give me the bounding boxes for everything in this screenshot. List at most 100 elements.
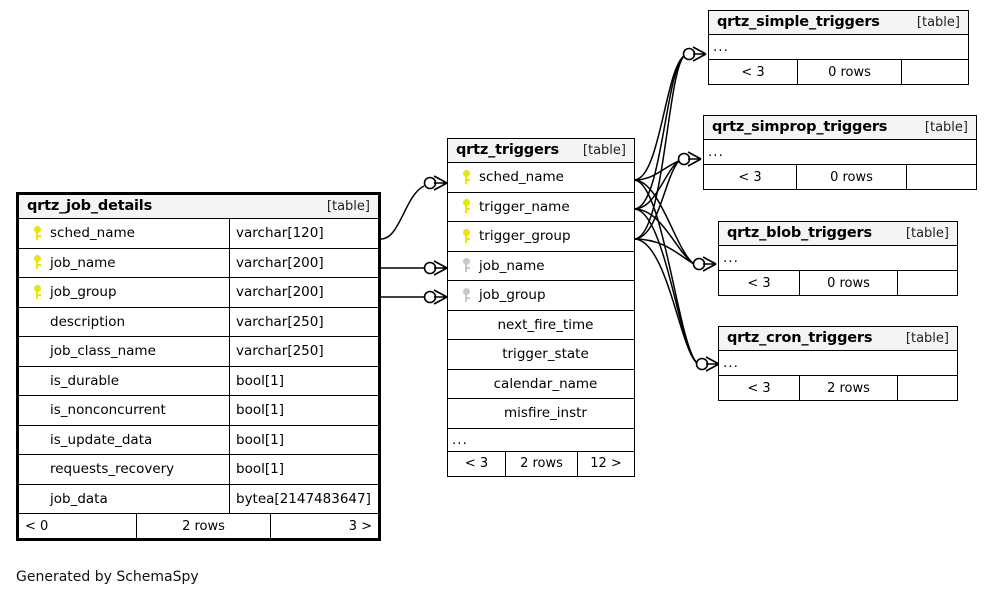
table-footer: < 3 0 rows [719,271,957,295]
table-header: qrtz_job_details [table] [19,195,378,219]
footer-next-link[interactable] [901,60,968,84]
table-row[interactable]: sched_name varchar[120] [19,219,378,249]
table-row[interactable]: job_name [448,252,634,281]
footer-next-link[interactable] [897,376,957,400]
footer-prev-link[interactable]: < 3 [747,275,771,291]
table-row[interactable]: trigger_group [448,222,634,252]
table-title: qrtz_cron_triggers [727,330,873,346]
table-qrtz-simprop-triggers[interactable]: qrtz_simprop_triggers [table] ... < 3 0 … [703,115,977,190]
footer-next-link[interactable] [906,165,976,189]
table-row[interactable]: sched_name [448,163,634,193]
column-type: varchar[250] [229,337,378,366]
table-row[interactable]: is_durable bool[1] [19,366,378,396]
column-type: bool[1] [229,455,378,484]
table-title: qrtz_simprop_triggers [712,119,888,135]
table-row[interactable]: job_data bytea[2147483647] [19,484,378,514]
table-row[interactable]: requests_recovery bool[1] [19,455,378,485]
foreign-key-icon [455,258,477,273]
footer-row-count: 2 rows [136,514,270,538]
column-name: calendar_name [493,375,598,392]
column-name: is_durable [50,372,120,389]
footer-prev-link[interactable]: < 0 [25,518,49,534]
table-kind-label: [table] [916,14,960,30]
footer-next-link[interactable] [897,271,957,295]
primary-key-icon [455,199,477,214]
column-name: trigger_state [502,346,589,363]
table-row[interactable]: job_group varchar[200] [19,278,378,308]
primary-key-icon [26,284,48,300]
table-row[interactable]: is_update_data bool[1] [19,425,378,455]
more-columns-indicator: ... [448,429,634,452]
table-qrtz-job-details[interactable]: qrtz_job_details [table] sched_name varc… [16,192,381,541]
table-title: qrtz_blob_triggers [727,225,872,241]
table-title: qrtz_triggers [456,142,559,158]
table-kind-label: [table] [582,142,626,158]
foreign-key-icon [455,287,477,303]
footer-next-link[interactable]: 3 > [270,514,378,538]
column-name: description [50,313,126,330]
primary-key-icon [455,169,477,185]
table-row[interactable]: job_class_name varchar[250] [19,337,378,367]
table-row[interactable]: misfire_instr [448,399,634,429]
edge-jobdetails-schedname [380,185,425,240]
edge-endpoints-triggers-left [423,175,448,305]
column-type: varchar[120] [229,219,378,248]
column-type: varchar[200] [229,248,378,277]
primary-key-icon [26,225,48,241]
table-row[interactable]: is_nonconcurrent bool[1] [19,396,378,426]
table-title: qrtz_simple_triggers [717,14,880,30]
table-footer: < 0 2 rows 3 > [19,514,378,538]
column-name: job_name [50,254,116,271]
table-header: qrtz_blob_triggers [table] [719,222,957,246]
column-type: bool[1] [229,366,378,395]
table-qrtz-simple-triggers[interactable]: qrtz_simple_triggers [table] ... < 3 0 r… [708,10,969,85]
more-columns-indicator: ... [719,351,957,376]
table-footer: < 3 0 rows [704,165,976,189]
column-name: sched_name [479,169,564,186]
table-kind-label: [table] [905,225,949,241]
footer-row-count: 2 rows [799,376,897,400]
table-qrtz-blob-triggers[interactable]: qrtz_blob_triggers [table] ... < 3 0 row… [718,221,958,296]
table-header: qrtz_simprop_triggers [table] [704,116,976,140]
footer-prev-link[interactable]: < 3 [747,380,771,396]
column-name: job_data [50,490,108,507]
column-name: misfire_instr [504,405,587,422]
table-row[interactable]: job_name varchar[200] [19,248,378,278]
column-type: bytea[2147483647] [229,484,378,513]
column-name: requests_recovery [50,461,175,478]
footer-prev-link[interactable]: < 3 [738,169,762,185]
table-header: qrtz_cron_triggers [table] [719,327,957,351]
table-row[interactable]: next_fire_time [448,311,634,340]
column-name: sched_name [50,225,135,242]
table-footer: < 3 0 rows [709,60,968,84]
more-columns-indicator: ... [704,140,976,165]
column-name: trigger_name [479,198,570,215]
more-columns-indicator: ... [709,35,968,60]
footer-row-count: 0 rows [799,271,897,295]
column-name: job_group [479,287,546,304]
footer-prev-link[interactable]: < 3 [464,456,489,471]
table-header: qrtz_simple_triggers [table] [709,11,968,35]
table-footer: < 3 2 rows 12 > [448,451,634,476]
footer-prev-link[interactable]: < 3 [741,64,765,80]
table-header: qrtz_triggers [table] [448,139,634,163]
table-row[interactable]: description varchar[250] [19,307,378,337]
footer-row-count: 0 rows [797,60,901,84]
column-name: job_name [479,257,545,274]
table-row[interactable]: trigger_name [448,193,634,222]
table-qrtz-triggers[interactable]: qrtz_triggers [table] sched_name trigger… [447,138,635,477]
table-row[interactable]: trigger_state [448,340,634,370]
table-qrtz-cron-triggers[interactable]: qrtz_cron_triggers [table] ... < 3 2 row… [718,326,958,401]
table-title: qrtz_job_details [27,198,153,214]
column-type: varchar[250] [229,307,378,336]
table-row[interactable]: calendar_name [448,370,634,399]
column-type: bool[1] [229,396,378,425]
column-name: is_nonconcurrent [50,402,166,419]
footer-next-link[interactable]: 12 > [577,451,634,476]
table-kind-label: [table] [905,330,949,346]
table-row[interactable]: job_group [448,281,634,311]
table-kind-label: [table] [924,119,968,135]
edge-endpoints-children [677,46,720,372]
footer-row-count: 2 rows [505,451,577,476]
